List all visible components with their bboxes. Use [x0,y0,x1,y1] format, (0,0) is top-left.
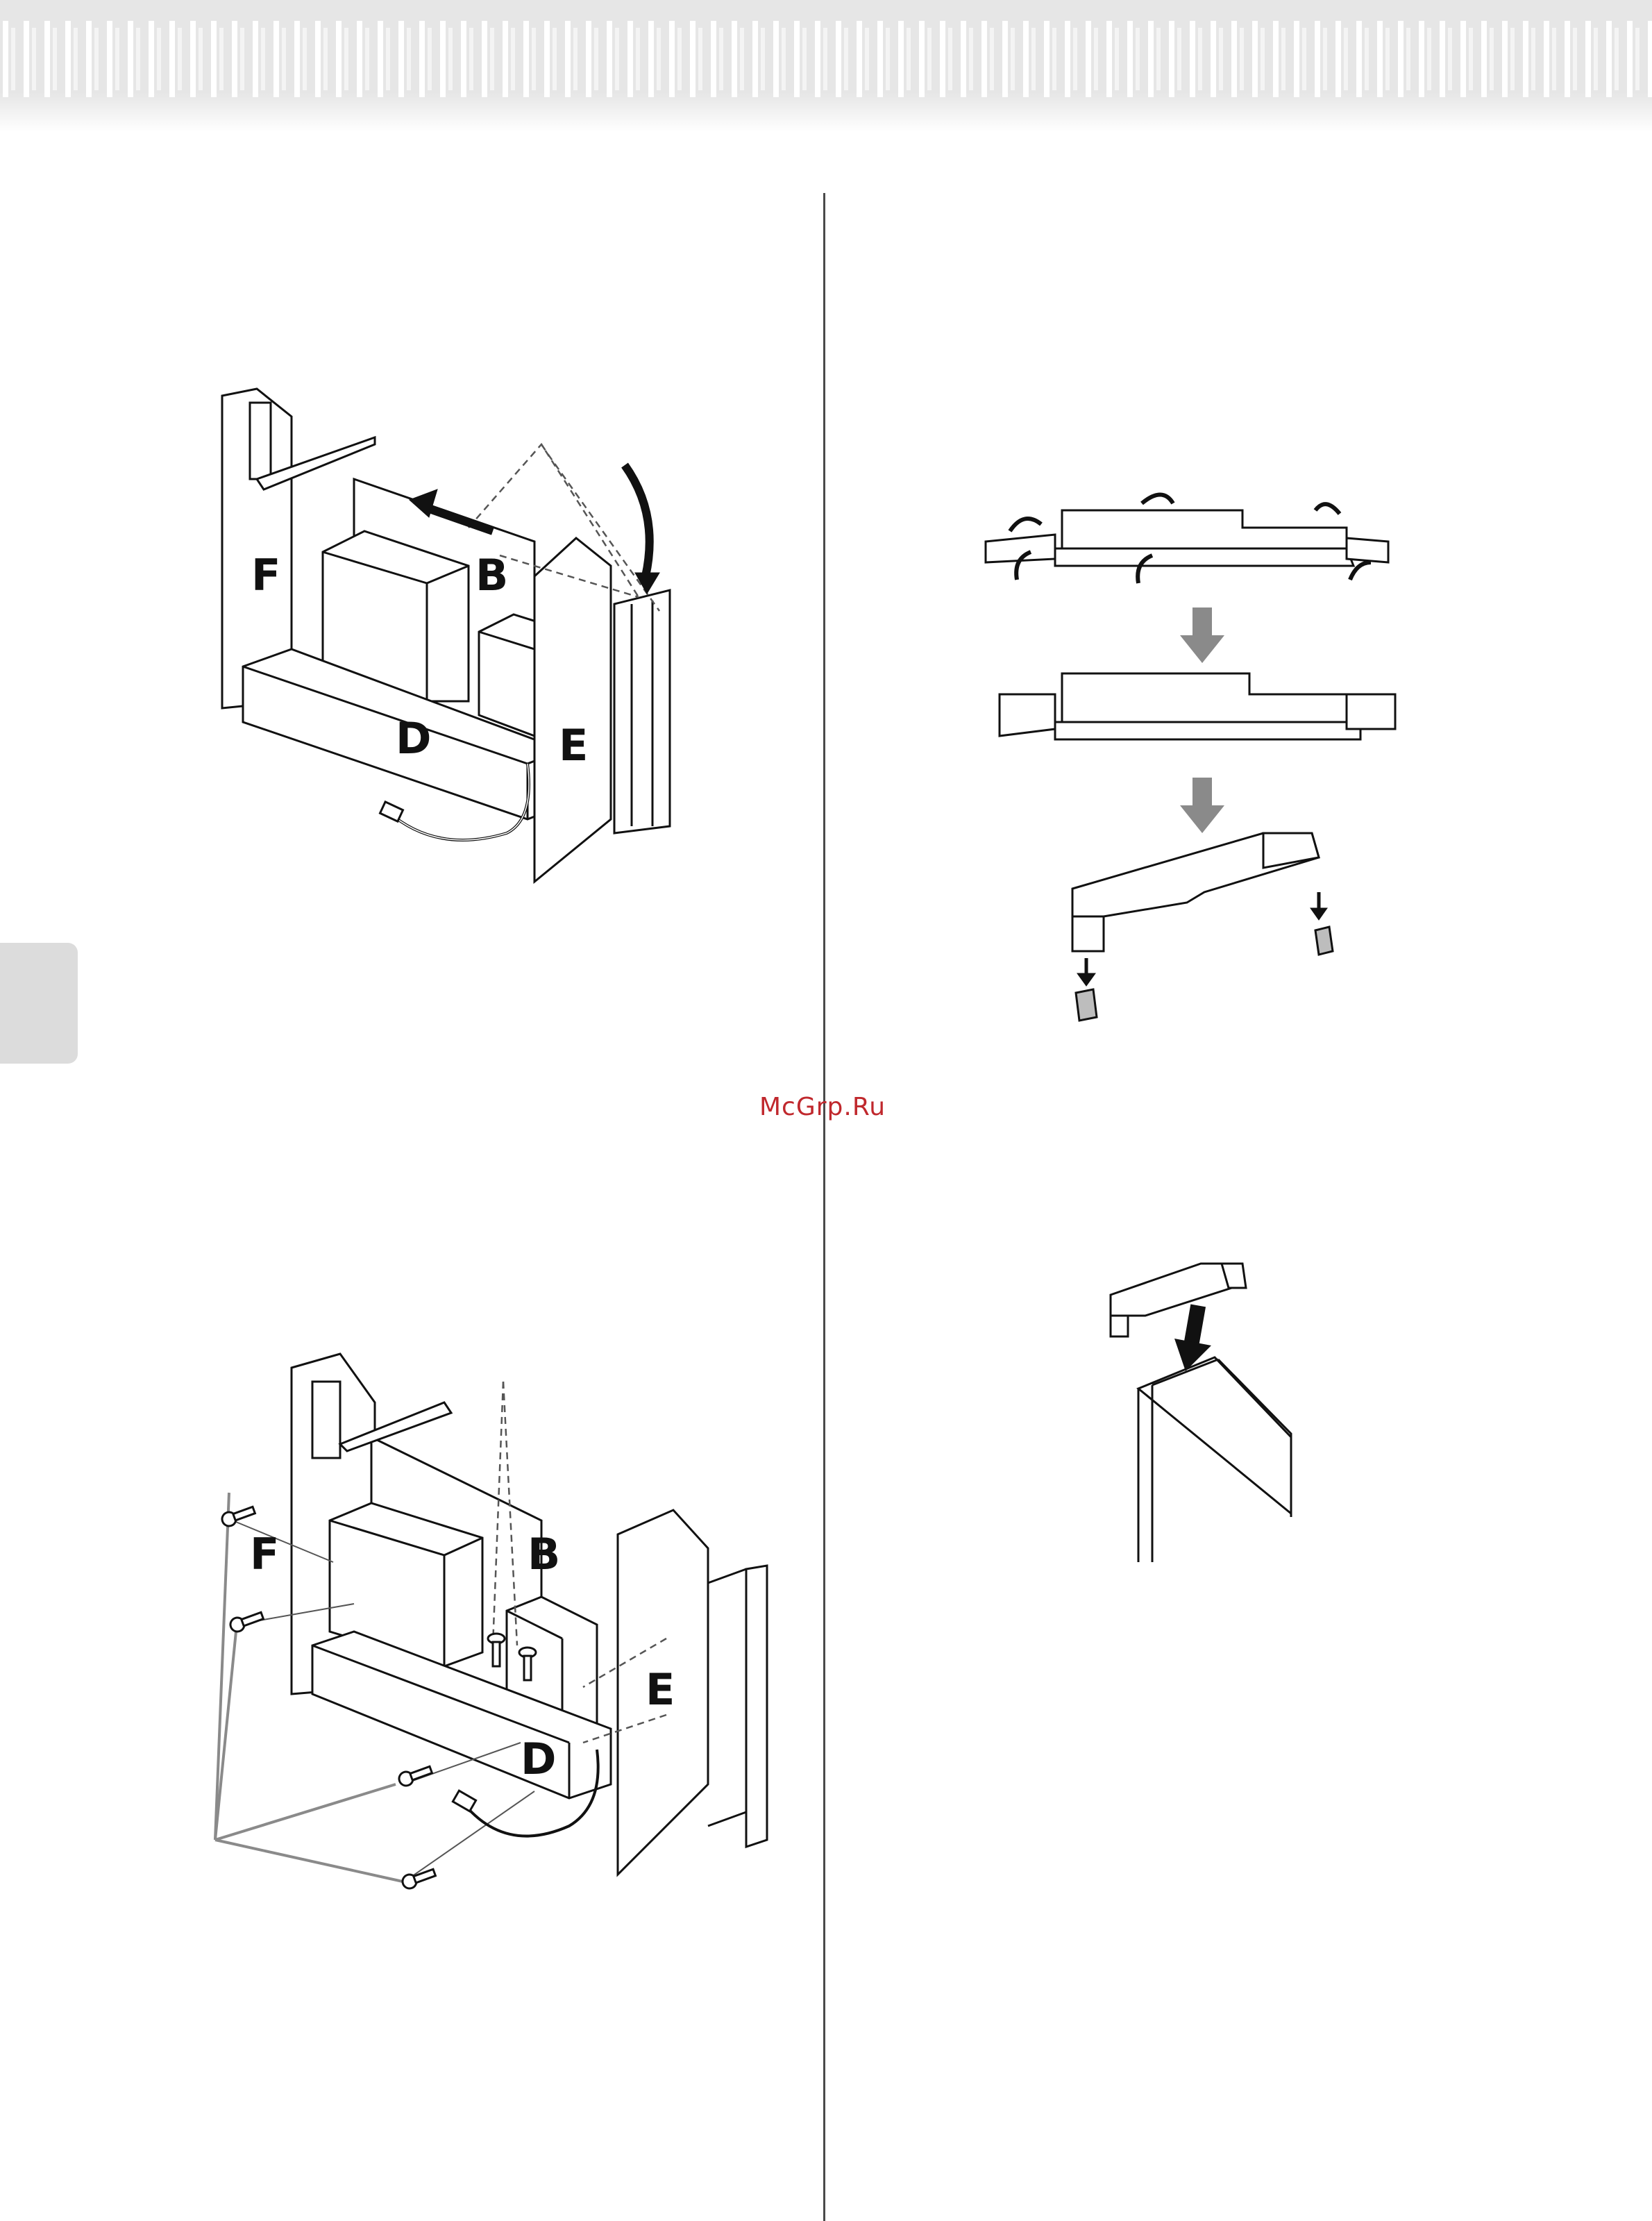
column-divider [823,193,825,2221]
watermark: McGrp.Ru [759,1093,886,1121]
figure-assembly-step-1: F B D E [208,375,708,889]
header-stripe-band [0,0,1652,132]
part-label-e: E [646,1664,675,1715]
figure-cap-tape-removal [972,472,1416,1048]
part-label-f: F [250,1529,279,1579]
part-label-d: D [521,1734,556,1784]
part-label-e: E [559,720,588,771]
figure-cap-attach [1097,1250,1305,1569]
part-label-d: D [396,713,431,764]
figure-assembly-step-2: F B D E [208,1340,791,1916]
part-label-f: F [251,550,280,601]
part-label-b: B [475,550,508,601]
part-label-b: B [528,1529,560,1579]
section-tab [0,943,78,1064]
